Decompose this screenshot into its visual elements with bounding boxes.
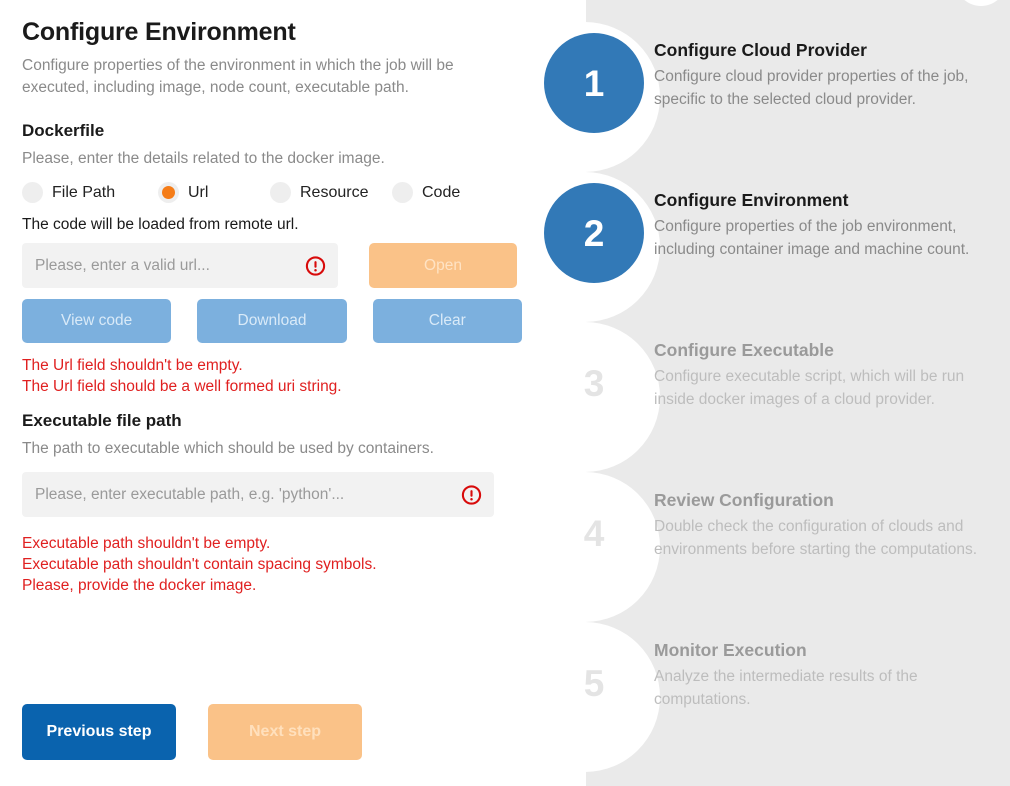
next-step-button[interactable]: Next step <box>208 704 362 760</box>
radio-option-resource[interactable]: Resource <box>270 182 392 203</box>
step-description: Configure cloud provider properties of t… <box>654 68 969 108</box>
step-description: Double check the configuration of clouds… <box>654 518 978 558</box>
url-field-row: Open <box>22 243 522 288</box>
step-number-circle[interactable]: 3 <box>544 333 644 433</box>
url-hint-text: The code will be loaded from remote url. <box>22 216 299 233</box>
download-button[interactable]: Download <box>197 299 347 343</box>
error-exclamation-icon <box>305 255 326 276</box>
dockerfile-heading: Dockerfile <box>22 121 105 140</box>
step-description: Configure executable script, which will … <box>654 368 965 408</box>
step-title: Configure Executable <box>654 340 834 360</box>
executable-validation-errors: Executable path shouldn't be empty. Exec… <box>22 533 522 596</box>
step-description: Analyze the intermediate results of the … <box>654 668 918 708</box>
clear-button[interactable]: Clear <box>372 299 522 343</box>
step-title: Monitor Execution <box>654 640 807 660</box>
error-message: The Url field shouldn't be empty. <box>22 357 243 374</box>
wizard-navigation: Previous step Next step <box>22 704 362 760</box>
url-validation-errors: The Url field shouldn't be empty. The Ur… <box>22 355 522 397</box>
main-panel: Configure Environment Configure properti… <box>22 18 522 760</box>
radio-option-url[interactable]: Url <box>158 182 270 203</box>
radio-label-code: Code <box>422 183 461 201</box>
radio-option-code[interactable]: Code <box>392 182 492 203</box>
radio-label-url: Url <box>188 183 209 201</box>
url-input-wrapper[interactable] <box>22 243 338 288</box>
step-title: Configure Cloud Provider <box>654 40 867 60</box>
executable-path-input-wrapper[interactable] <box>22 472 494 517</box>
executable-description: The path to executable which should be u… <box>22 440 434 457</box>
radio-circle-icon[interactable] <box>392 182 413 203</box>
radio-option-file-path[interactable]: File Path <box>22 182 158 203</box>
form-content: Configure Environment Configure properti… <box>22 18 522 596</box>
radio-label-resource: Resource <box>300 183 369 201</box>
dockerfile-source-radio-group: File Path Url Resource Code <box>22 182 522 203</box>
previous-step-button[interactable]: Previous step <box>22 704 176 760</box>
error-message: The Url field should be a well formed ur… <box>22 378 342 395</box>
dockerfile-description: Please, enter the details related to the… <box>22 150 385 167</box>
view-code-button[interactable]: View code <box>22 299 172 343</box>
step-title: Review Configuration <box>654 490 834 510</box>
open-button[interactable]: Open <box>369 243 517 288</box>
radio-circle-selected-icon[interactable] <box>158 182 179 203</box>
step-number-circle[interactable]: 5 <box>544 633 644 733</box>
url-actions-row: View code Download Clear <box>22 299 522 343</box>
step-title: Configure Environment <box>654 190 849 210</box>
step-description: Configure properties of the job environm… <box>654 218 970 258</box>
url-input[interactable] <box>22 243 338 288</box>
error-message: Executable path shouldn't be empty. <box>22 535 271 552</box>
error-message: Executable path shouldn't contain spacin… <box>22 556 377 573</box>
radio-circle-icon[interactable] <box>270 182 291 203</box>
step-number-circle[interactable]: 1 <box>544 33 644 133</box>
step-number-circle[interactable]: 4 <box>544 483 644 583</box>
partial-step-circle-decoration <box>955 0 1007 6</box>
step-number-circle[interactable]: 2 <box>544 183 644 283</box>
executable-path-input[interactable] <box>22 472 494 517</box>
executable-heading: Executable file path <box>22 411 182 430</box>
page-title: Configure Environment <box>22 18 296 46</box>
radio-circle-icon[interactable] <box>22 182 43 203</box>
error-message: Please, provide the docker image. <box>22 577 257 594</box>
page-subtitle: Configure properties of the environment … <box>22 57 454 96</box>
error-exclamation-icon <box>461 484 482 505</box>
radio-label-file-path: File Path <box>52 183 116 201</box>
